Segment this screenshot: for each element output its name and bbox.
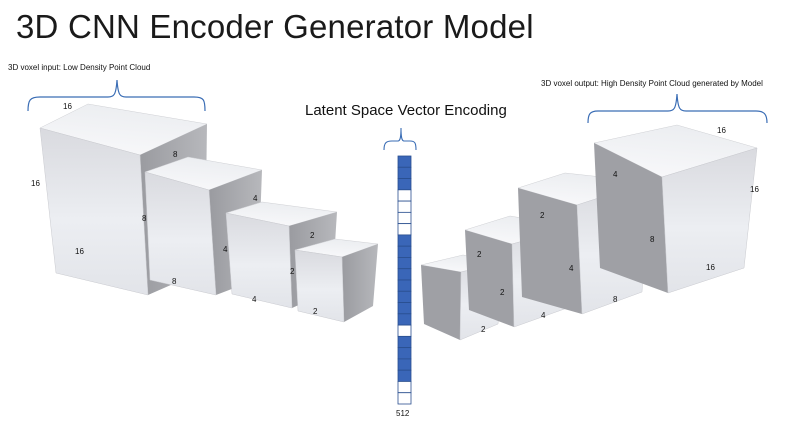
latent-cell-filled: [397, 335, 412, 349]
enc4-bottom-label: 2: [313, 307, 318, 316]
input-bracket: [27, 79, 206, 112]
latent-cell-filled: [397, 268, 412, 281]
latent-caption: Latent Space Vector Encoding: [305, 102, 507, 119]
latent-cell-filled: [397, 234, 412, 247]
enc1-top-label: 16: [63, 102, 72, 111]
latent-cell-filled: [397, 313, 412, 326]
enc1-left-label: 16: [31, 179, 40, 188]
enc3-bottom-label: 4: [252, 295, 257, 304]
dec2-depth-label: 2: [540, 211, 545, 220]
dec3-bottom-label: 8: [613, 295, 618, 304]
output-bracket: [587, 93, 768, 124]
enc2-left-label: 8: [142, 214, 147, 223]
enc2-depth-label: 4: [253, 194, 258, 203]
latent-cell-empty: [397, 211, 412, 225]
latent-cell-empty: [397, 392, 412, 405]
dec2-bottom-label: 4: [541, 311, 546, 320]
dec1-bottom-label: 2: [481, 325, 486, 334]
dec3-depth-label: 4: [613, 170, 618, 179]
dec4-depth-label: 16: [717, 126, 726, 135]
latent-cell-filled: [397, 302, 412, 315]
latent-cell-filled: [397, 245, 412, 258]
page-title: 3D CNN Encoder Generator Model: [16, 8, 534, 45]
output-caption: 3D voxel output: High Density Point Clou…: [541, 79, 763, 88]
latent-cell-filled: [397, 257, 412, 270]
enc3-left-label: 4: [223, 245, 228, 254]
latent-vector: [397, 155, 412, 405]
latent-cell-empty: [397, 189, 412, 202]
latent-cell-filled: [397, 166, 412, 179]
dec1-right-label: 2: [500, 288, 505, 297]
enc1-depth-label: 8: [173, 150, 178, 159]
latent-cell-filled: [397, 369, 412, 382]
dec2-right-label: 4: [569, 264, 574, 273]
dec1-depth-label: 2: [477, 250, 482, 259]
latent-cell-empty: [397, 223, 412, 236]
enc4-left-label: 2: [290, 267, 295, 276]
decoder-cube-4: [593, 124, 758, 294]
latent-cell-filled: [397, 290, 412, 303]
latent-cell-filled: [397, 358, 412, 371]
latent-cell-empty: [397, 381, 412, 394]
latent-cell-filled: [397, 347, 412, 360]
dec4-right-label: 16: [750, 185, 759, 194]
latent-bracket: [383, 127, 417, 151]
enc3-depth-label: 2: [310, 231, 315, 240]
enc1-bottom-label: 16: [75, 247, 84, 256]
latent-cell-empty: [397, 200, 412, 213]
latent-cell-filled: [397, 155, 412, 168]
latent-cell-filled: [397, 279, 412, 292]
latent-cell-filled: [397, 178, 412, 191]
encoder-cube-4: [294, 238, 379, 323]
enc2-bottom-label: 8: [172, 277, 177, 286]
input-caption: 3D voxel input: Low Density Point Cloud: [8, 63, 151, 72]
latent-cell-empty: [397, 324, 412, 337]
latent-size-label: 512: [396, 409, 410, 418]
dec4-bottom-label: 16: [706, 263, 715, 272]
dec3-right-label: 8: [650, 235, 655, 244]
